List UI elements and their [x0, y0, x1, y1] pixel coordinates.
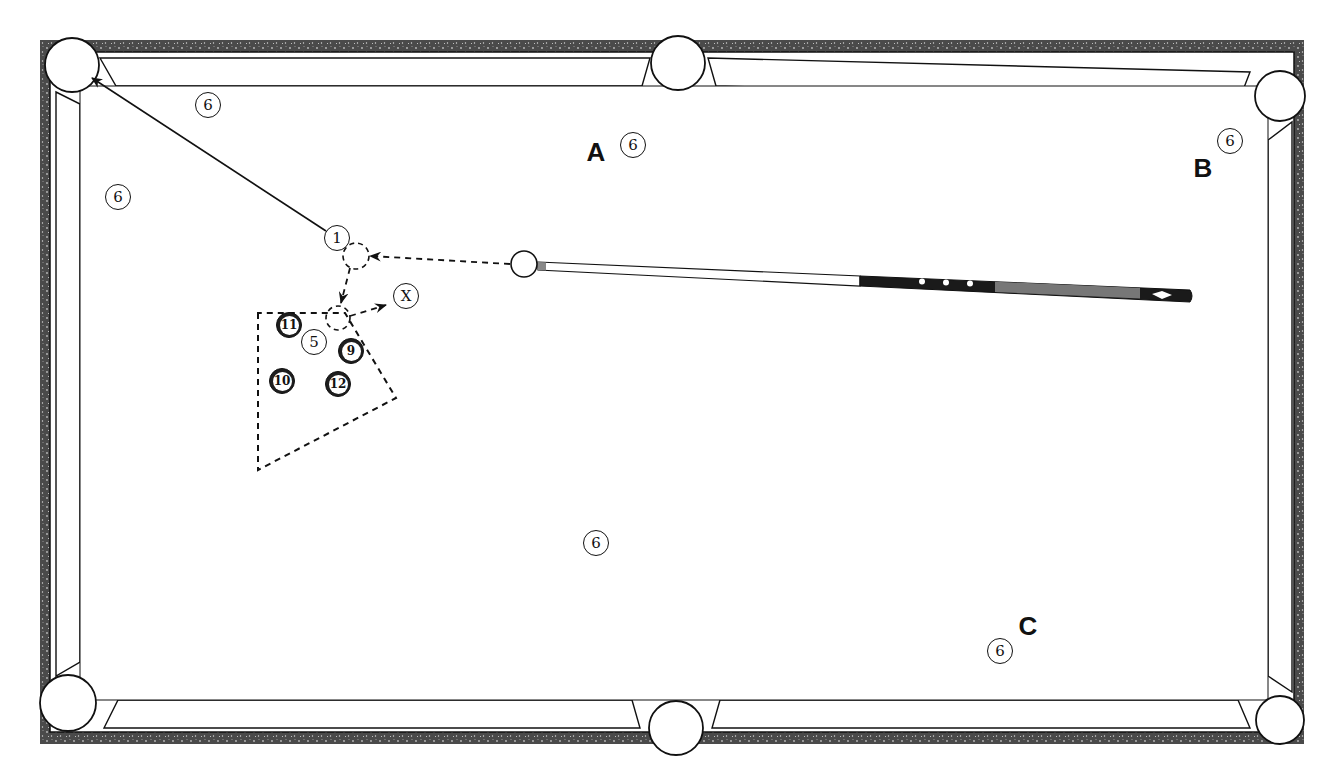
ball-number: 1	[332, 231, 342, 246]
ghost-ball	[326, 306, 350, 330]
ball-number: 12	[329, 375, 348, 394]
table-rail	[40, 40, 1304, 744]
ball: 6	[583, 530, 609, 556]
position-label: C	[1019, 613, 1038, 639]
ball: 10	[269, 368, 295, 394]
ghost-ball	[343, 243, 369, 269]
object-ball-path	[92, 78, 326, 231]
cue-ball	[511, 251, 537, 277]
cue-ball-path	[370, 256, 510, 264]
ball-number: 6	[1225, 134, 1235, 149]
ball: X	[393, 283, 419, 309]
play-surface	[80, 86, 1268, 700]
ball-number: 6	[203, 98, 213, 113]
cushion	[50, 52, 1294, 732]
rack-outline	[258, 313, 396, 470]
cue-ball-final-path	[350, 305, 386, 316]
ball-number: 6	[995, 644, 1005, 659]
ball-number: 6	[591, 536, 601, 551]
ball-number: 11	[280, 316, 299, 335]
ball-number: 9	[342, 342, 361, 361]
ball: 11	[276, 312, 302, 338]
position-label: B	[1194, 155, 1213, 181]
cue-ball-deflection	[341, 268, 350, 303]
ball: 6	[195, 92, 221, 118]
ball-number: 10	[273, 372, 292, 391]
cue-stick	[538, 262, 1192, 302]
ball: 6	[1217, 128, 1243, 154]
ball-number: 6	[113, 190, 123, 205]
cushion-rubber	[56, 58, 1292, 728]
pockets	[40, 36, 1305, 755]
position-label: A	[587, 139, 606, 165]
ball: 6	[620, 132, 646, 158]
ball: 1	[324, 225, 350, 251]
ball-number: X	[401, 289, 412, 304]
ball: 9	[338, 338, 364, 364]
ball: 6	[987, 638, 1013, 664]
ball: 6	[105, 184, 131, 210]
ball: 12	[325, 371, 351, 397]
ball-number: 5	[309, 335, 319, 350]
ball: 5	[301, 329, 327, 355]
ball-number: 6	[628, 138, 638, 153]
